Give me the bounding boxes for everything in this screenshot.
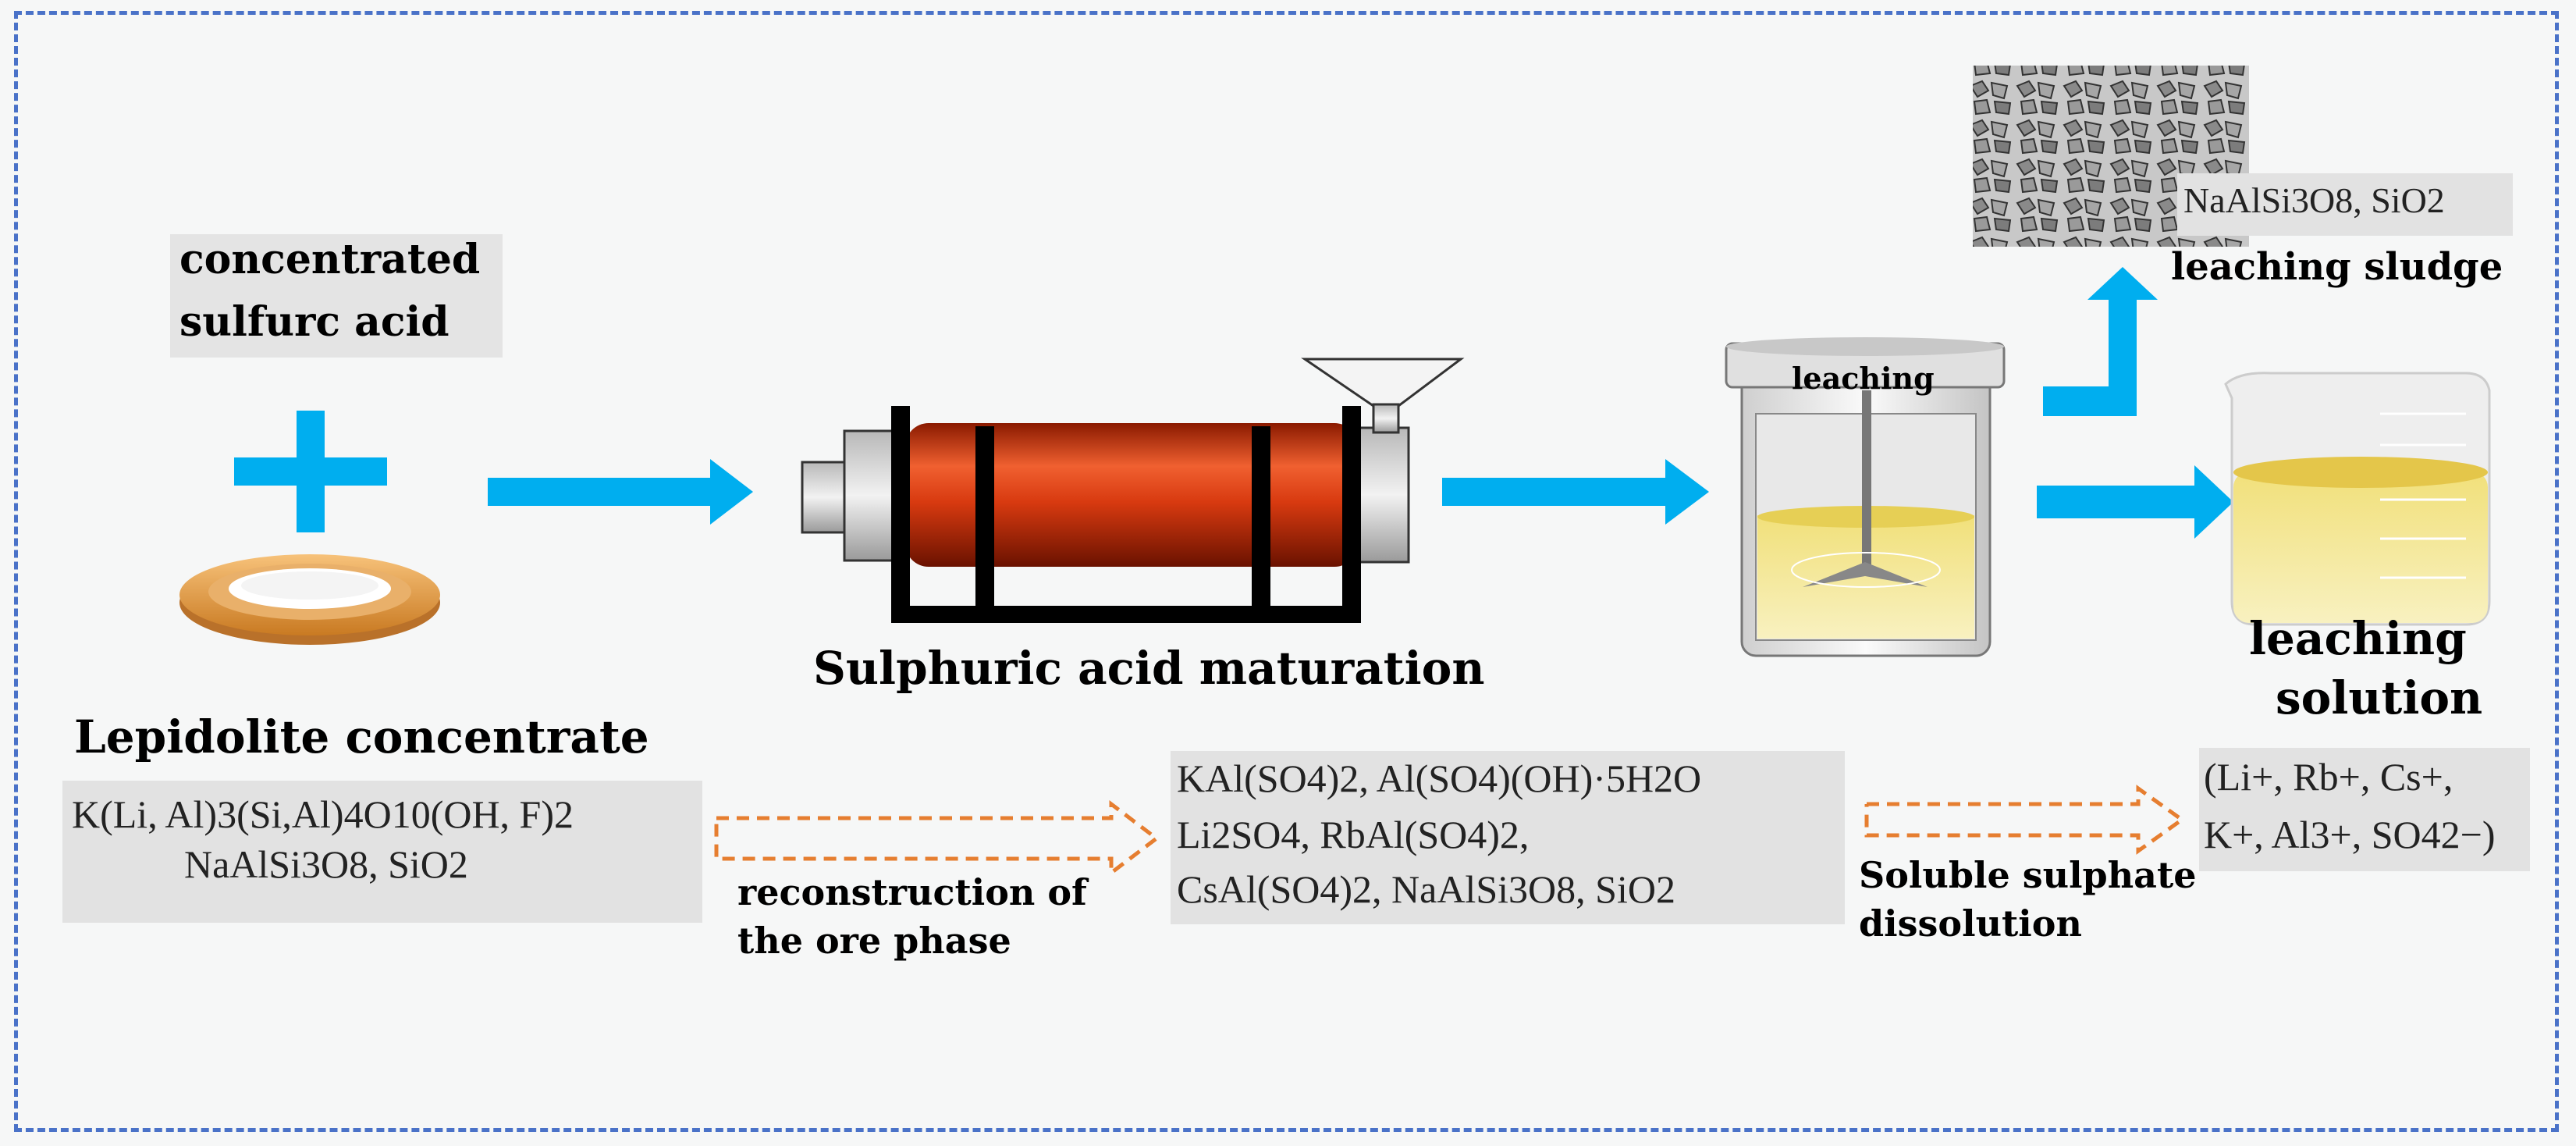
sludge-formula: NaAlSi3O8, SiO2 <box>2183 180 2445 220</box>
leaching-tank <box>1725 337 2006 657</box>
step2-label-line1: Soluble sulphate <box>1859 854 2197 896</box>
step1-label-line1: reconstruction of <box>737 871 1087 913</box>
flow-arrow-2 <box>1442 459 1709 525</box>
lepidolite-label: Lepidolite concentrate <box>74 710 649 763</box>
acid-label-line2: sulfurc acid <box>179 298 449 346</box>
rotary-kiln <box>801 358 1465 623</box>
matured-formula-line3: CsAl(SO4)2, NaAlSi3O8, SiO2 <box>1177 867 1675 911</box>
matured-formula-panel <box>1171 751 1845 924</box>
ore-formula-line1: K(Li, Al)3(Si,Al)4O10(OH, F)2 <box>72 792 574 836</box>
maturation-label: Sulphuric acid maturation <box>813 642 1485 695</box>
dashed-arrow-2 <box>1864 785 2186 855</box>
sludge-formula-panel <box>2177 173 2513 236</box>
flow-arrow-up <box>2043 267 2158 416</box>
diagram-frame <box>14 11 2559 1132</box>
step2-label-line2: dissolution <box>1859 902 2082 945</box>
solution-label-line1: leaching <box>2249 612 2467 665</box>
flow-arrow-1 <box>488 459 753 525</box>
plus-icon <box>234 411 387 532</box>
ore-formula-panel <box>62 781 702 923</box>
matured-formula-line2: Li2SO4, RbAl(SO4)2, <box>1177 813 1530 856</box>
leaching-tank-label: leaching <box>1792 361 1935 396</box>
dish-icon <box>179 554 440 645</box>
matured-formula-line1: KAl(SO4)2, Al(SO4)(OH)·5H2O <box>1177 756 1702 800</box>
step1-label-line2: the ore phase <box>737 920 1011 962</box>
solution-label-line2: solution <box>2276 671 2483 724</box>
sludge-label: leaching sludge <box>2171 245 2503 289</box>
acid-label-panel <box>170 234 503 358</box>
acid-label-line1: concentrated <box>179 236 481 283</box>
ore-formula-line2: NaAlSi3O8, SiO2 <box>184 842 468 886</box>
solution-formula-line1: (Li+, Rb+, Cs+, <box>2204 755 2453 799</box>
flow-arrow-3 <box>2037 465 2233 539</box>
solution-formula-line2: K+, Al3+, SO42−) <box>2204 813 2496 856</box>
beaker-icon <box>2224 372 2491 626</box>
solution-formula-panel <box>2199 748 2530 871</box>
dashed-arrow-1 <box>714 799 1160 877</box>
